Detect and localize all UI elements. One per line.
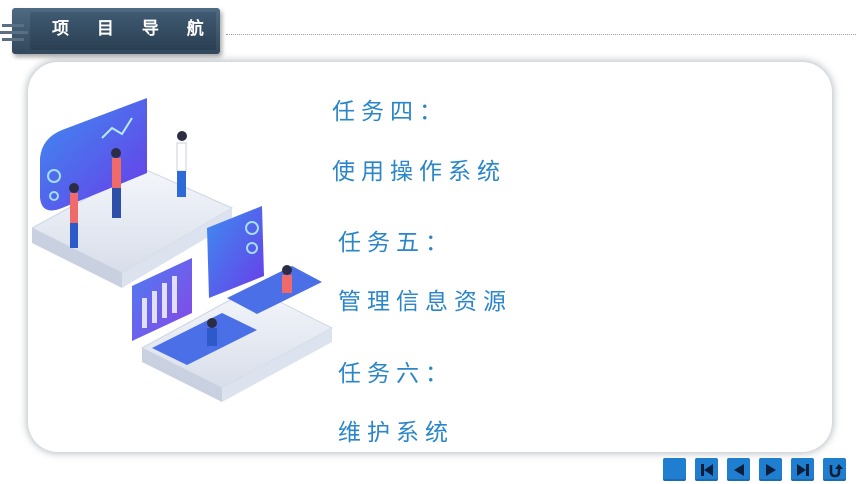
task-4-heading: 任务四：: [332, 99, 448, 125]
last-slide-button[interactable]: [791, 458, 814, 481]
next-icon: [765, 463, 776, 476]
previous-icon: [733, 463, 744, 476]
task-4-name[interactable]: 使用操作系统: [332, 159, 506, 185]
task-5-heading: 任务五：: [338, 230, 454, 256]
first-slide-button[interactable]: [695, 458, 718, 481]
isometric-workspace-illustration: [32, 98, 334, 402]
previous-button[interactable]: [727, 458, 750, 481]
header-tab-inner: [30, 12, 216, 50]
header-divider: [226, 34, 856, 35]
task-5-name[interactable]: 管理信息资源: [338, 289, 512, 315]
next-button[interactable]: [759, 458, 782, 481]
task-6-name[interactable]: 维护系统: [338, 420, 454, 446]
task-6-heading: 任务六：: [338, 361, 454, 387]
home-button[interactable]: [663, 458, 686, 481]
first-slide-icon: [700, 463, 713, 476]
header-title: 项 目 导 航: [52, 19, 215, 39]
return-icon: [829, 463, 843, 477]
header-tab: [12, 8, 220, 54]
last-slide-icon: [796, 463, 809, 476]
menu-lines-icon: [0, 24, 28, 41]
slide-navigation: [663, 458, 846, 482]
return-button[interactable]: [823, 458, 846, 481]
